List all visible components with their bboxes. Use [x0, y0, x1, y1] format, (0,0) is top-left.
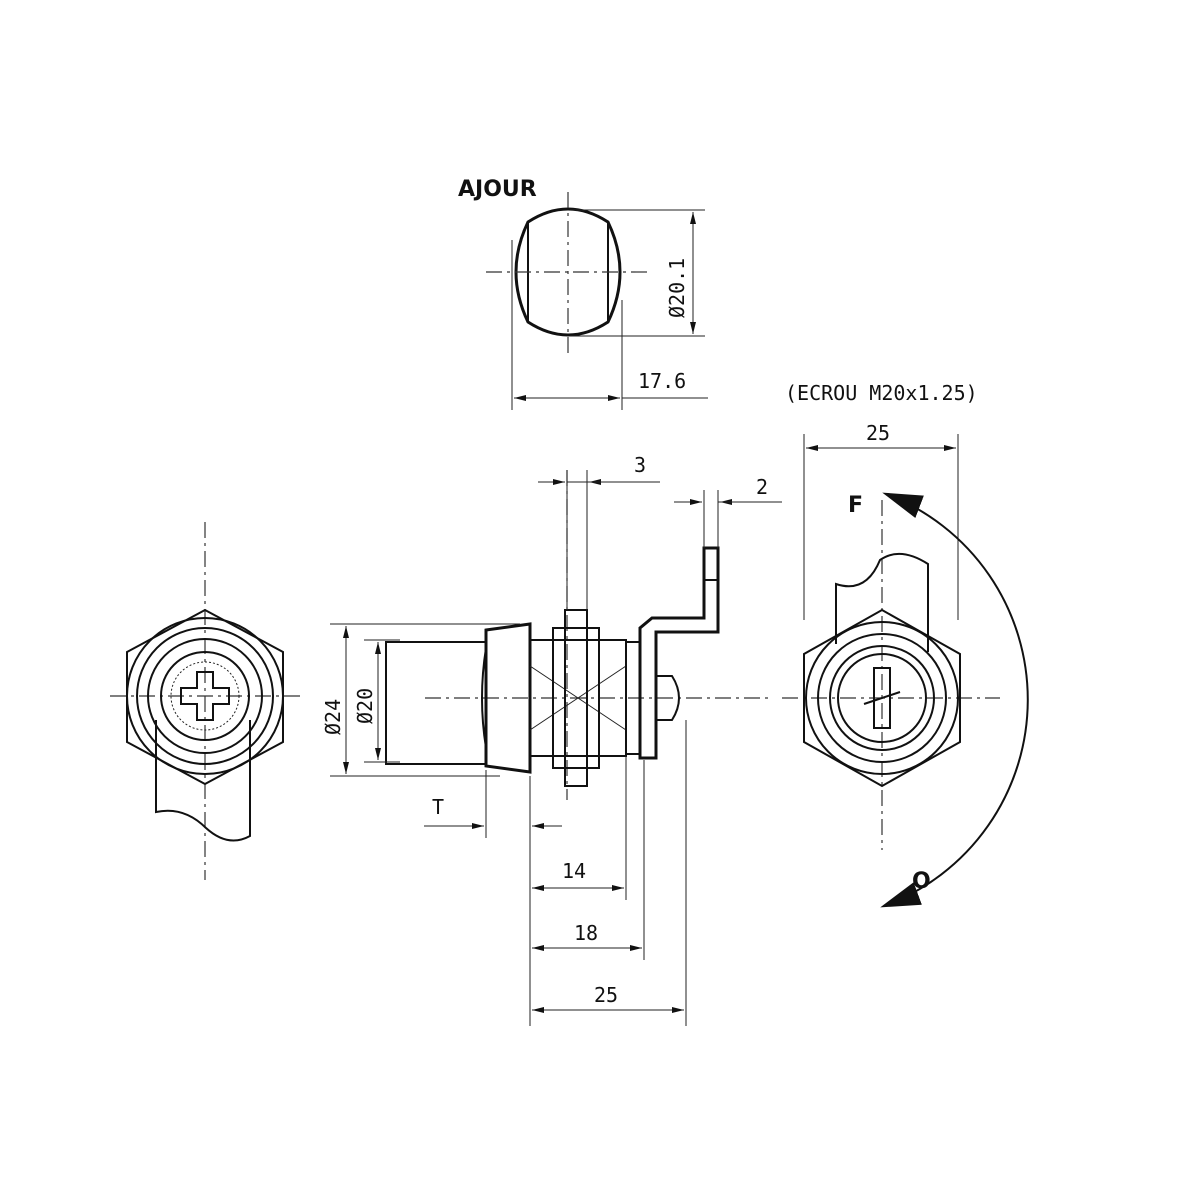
- rear-view: [110, 522, 300, 880]
- rotation-o-label: O: [912, 869, 931, 894]
- nut-spec-label: (ECROU M20x1.25): [785, 381, 978, 405]
- front-view: (ECROU M20x1.25) 25 F O: [782, 381, 1029, 908]
- ajour-view: AJOUR Ø20.1 17.6: [458, 177, 708, 410]
- dim-ajour-diameter: Ø20.1: [665, 258, 689, 318]
- dim-25-width: 25: [866, 421, 890, 445]
- dim-18: 18: [574, 921, 598, 945]
- dim-2: 2: [756, 475, 768, 499]
- dim-inner-diameter: Ø20: [353, 688, 377, 724]
- dim-3: 3: [634, 453, 646, 477]
- dim-25-length: 25: [594, 983, 618, 1007]
- dim-14: 14: [562, 859, 586, 883]
- side-view: Ø24 Ø20 3 2 T 14 18 25: [321, 453, 782, 1026]
- dim-t: T: [432, 795, 444, 819]
- ajour-label: AJOUR: [458, 177, 537, 202]
- dim-outer-diameter: Ø24: [321, 699, 345, 735]
- rotation-f-label: F: [848, 493, 863, 518]
- dim-flat-17-6: 17.6: [638, 369, 686, 393]
